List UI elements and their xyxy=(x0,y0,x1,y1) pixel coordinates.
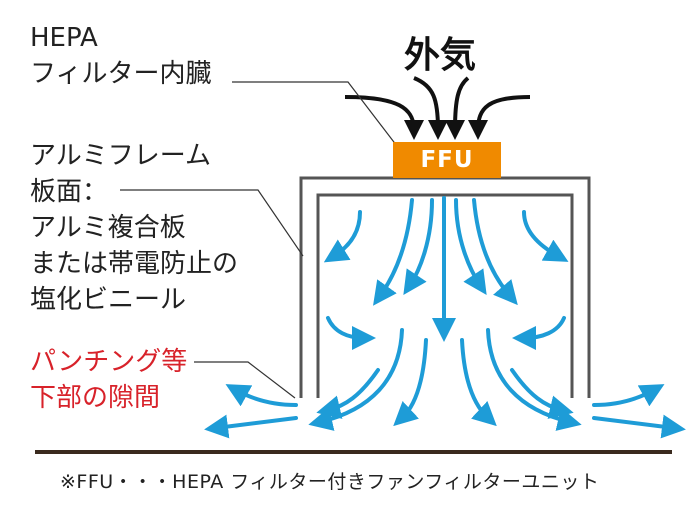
frame-inner xyxy=(316,193,574,398)
ffu-footnote: ※FFU・・・HEPA フィルター付きファンフィルターユニット xyxy=(60,471,600,493)
outside-air-label: 外気 xyxy=(404,35,477,76)
hepa-label-line1: HEPA xyxy=(30,23,98,53)
airflow-arrow xyxy=(510,368,574,419)
intake-arrow xyxy=(413,76,448,140)
airflow-arrow xyxy=(373,198,414,306)
panel-label-line2: アルミ複合板 xyxy=(30,213,186,243)
airflow-arrow xyxy=(592,414,686,439)
airflow-arrow xyxy=(522,210,569,262)
intake-arrow xyxy=(445,76,470,140)
airflow-arrow xyxy=(512,316,566,350)
airflow-arrows xyxy=(204,196,686,439)
airflow-arrow xyxy=(403,198,434,295)
booth-frame xyxy=(299,176,591,398)
hepa-leader xyxy=(232,81,401,151)
ffu-unit: FFU xyxy=(393,142,501,178)
frame-label: アルミフレーム xyxy=(30,141,211,171)
gap-label-line1: パンチング等 xyxy=(30,347,188,377)
airflow-arrow xyxy=(472,198,518,306)
airflow-arrow xyxy=(326,316,376,350)
airflow-arrow xyxy=(323,210,362,263)
airflow-arrow xyxy=(204,414,298,439)
intake-arrow xyxy=(344,95,424,140)
intake-arrow xyxy=(468,95,531,140)
leader-lines xyxy=(120,81,401,399)
ffu-label: FFU xyxy=(420,147,474,173)
airflow-arrow xyxy=(225,384,298,407)
frame-outer xyxy=(299,176,591,398)
hepa-label-line2: フィルター内臓 xyxy=(30,59,212,89)
airflow-arrow xyxy=(592,384,665,407)
panel-leader xyxy=(120,189,304,257)
intake-arrows xyxy=(344,76,531,140)
panel-label-line1: 板面： xyxy=(30,177,109,207)
airflow-arrow xyxy=(393,338,428,427)
panel-label-line4: 塩化ビニール xyxy=(30,285,187,315)
panel-label-line3: または帯電防止の xyxy=(30,249,239,279)
gap-leader xyxy=(194,361,296,399)
airflow-arrow xyxy=(460,338,497,427)
airflow-arrow xyxy=(454,198,487,295)
gap-label-line2: 下部の隙間 xyxy=(30,383,161,413)
airflow-arrow xyxy=(316,368,380,419)
